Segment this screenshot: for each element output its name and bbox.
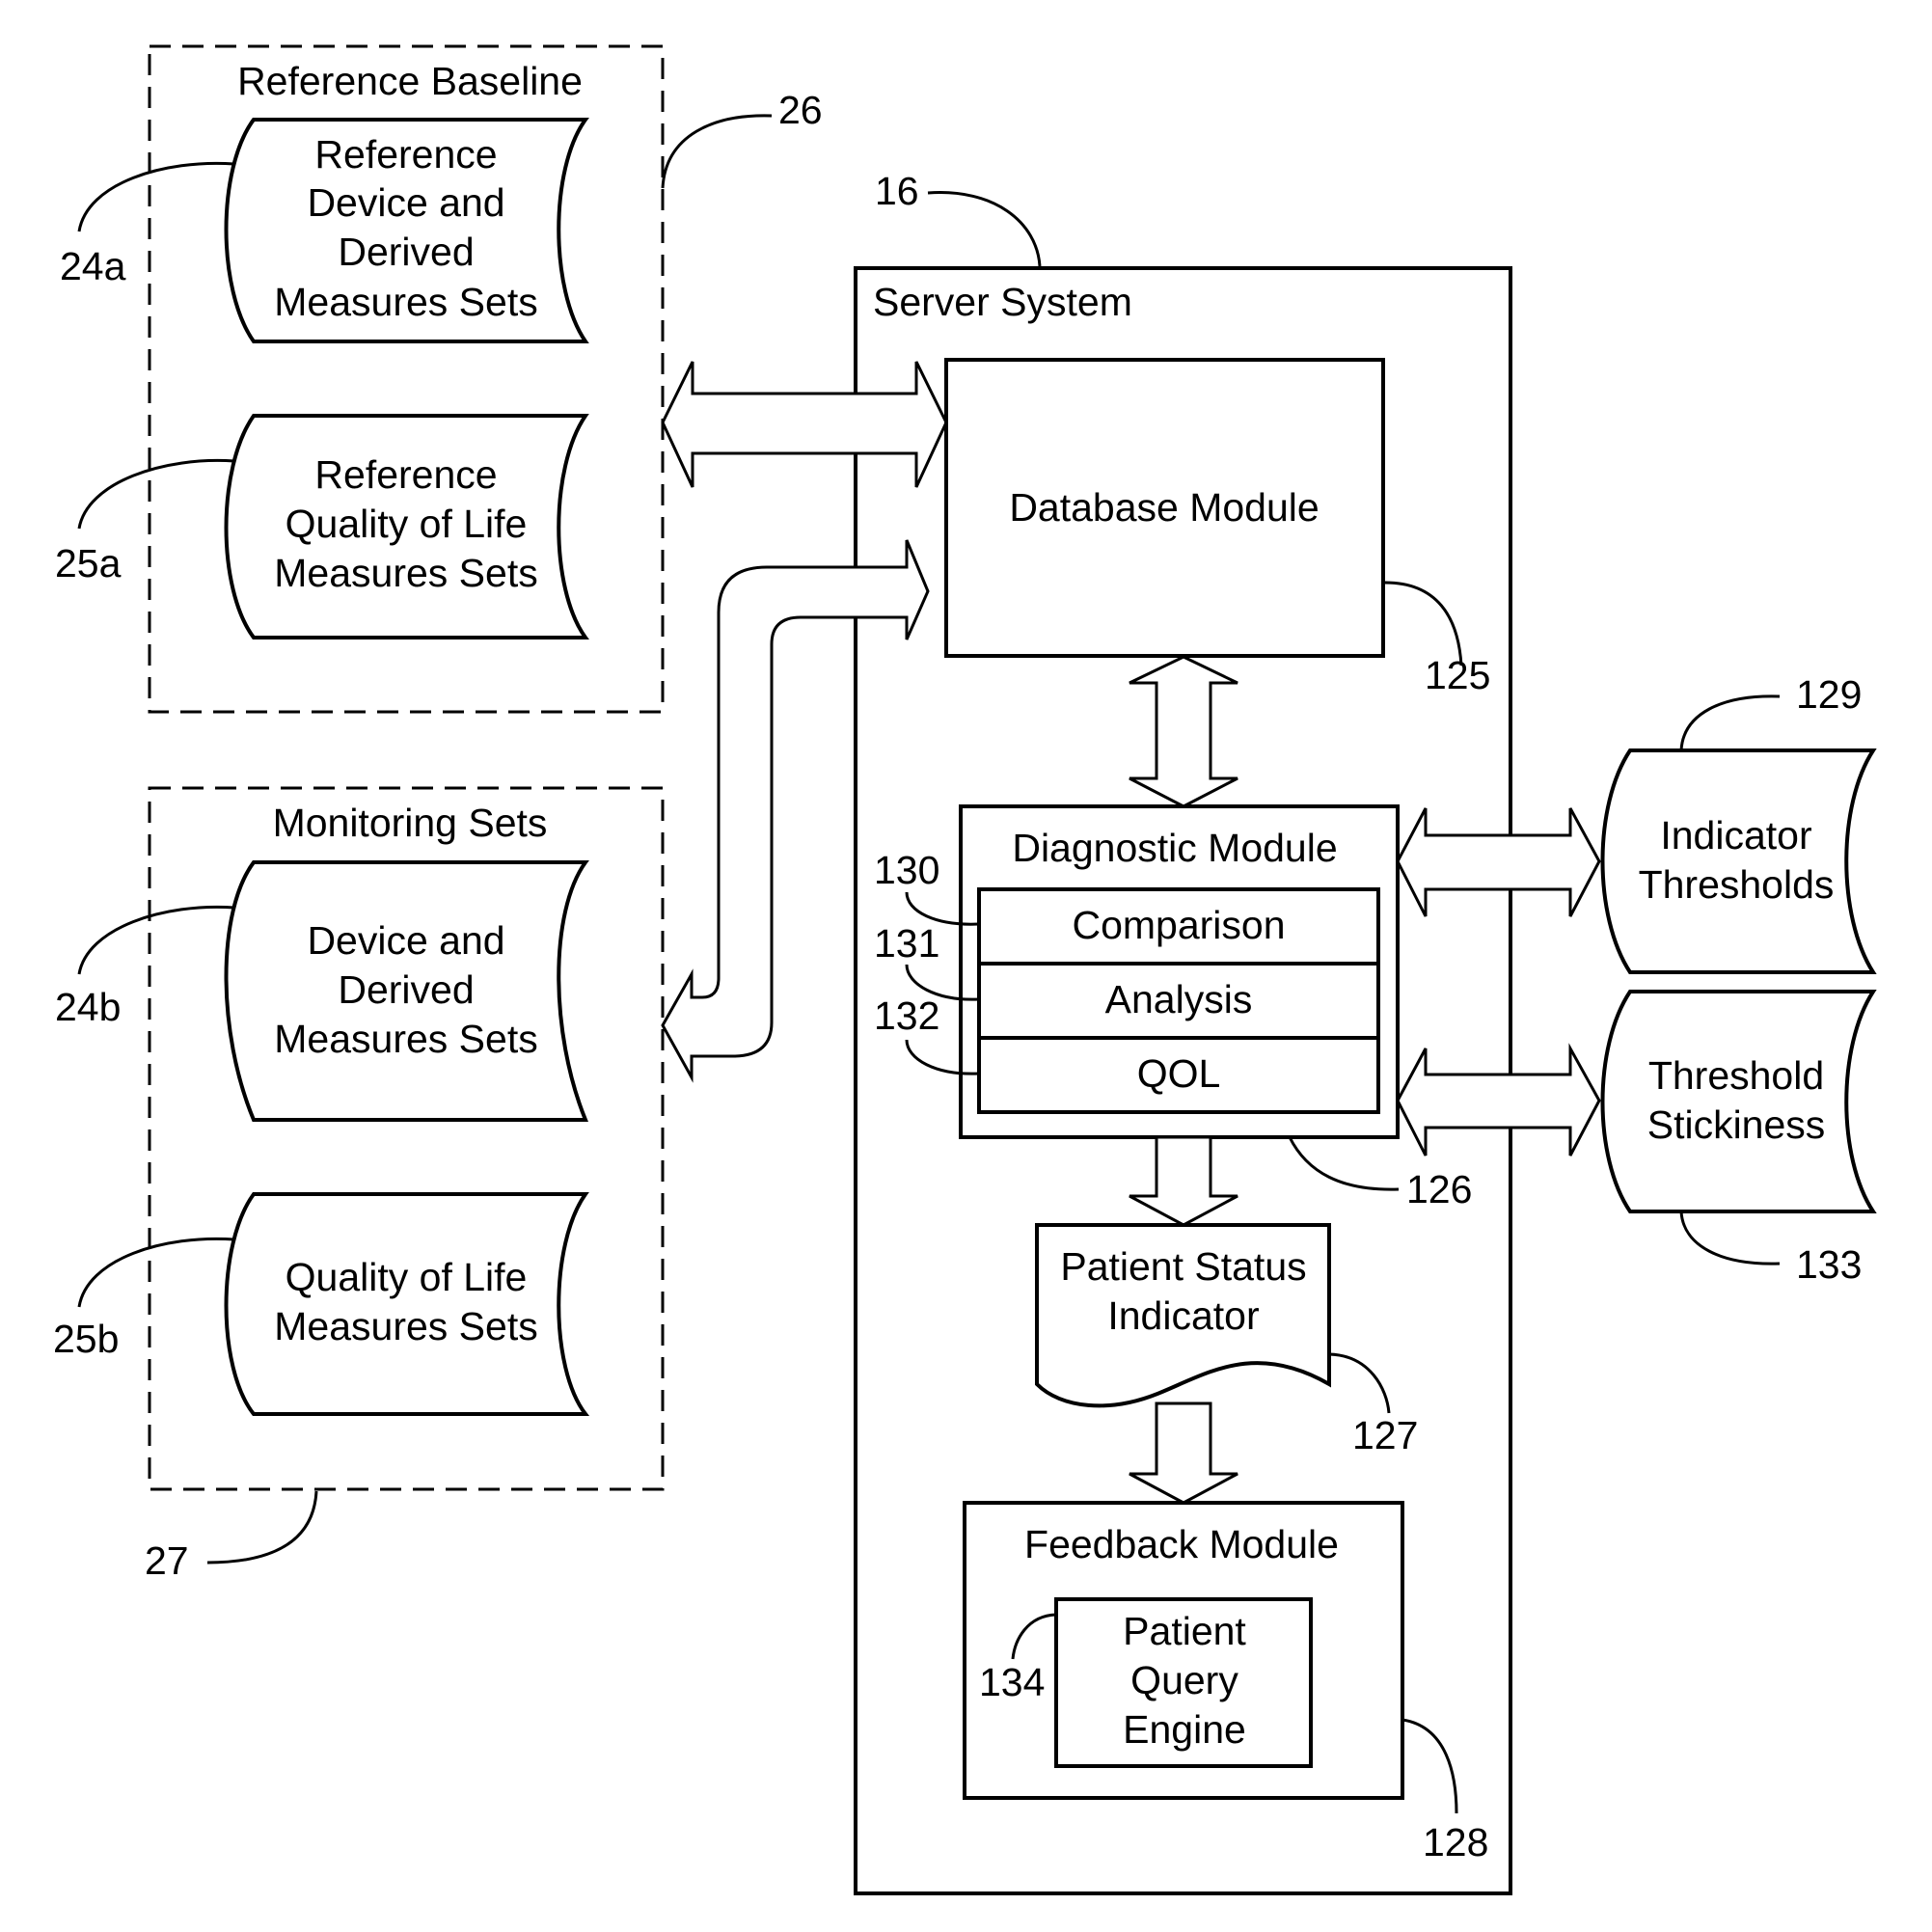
feedback-module-leader	[1402, 1720, 1456, 1813]
server-system-leader	[928, 193, 1040, 266]
database-diagnostic-arrow	[1129, 657, 1238, 806]
ref-device-line-2: Device and	[307, 180, 504, 225]
analysis-ref: 131	[874, 921, 939, 966]
feedback-module-ref: 128	[1423, 1820, 1488, 1864]
qol-label: QOL	[1137, 1051, 1221, 1096]
mon-device-store: Device and Derived Measures Sets 24b	[55, 862, 585, 1120]
ref-device-line-4: Measures Sets	[274, 280, 537, 324]
monitoring-sets-leader	[207, 1491, 316, 1563]
status-feedback-arrow	[1129, 1403, 1238, 1503]
ref-qol-line-2: Quality of Life	[286, 502, 528, 546]
indicator-thresholds-line-2: Thresholds	[1639, 862, 1835, 907]
ref-device-ref: 24a	[60, 244, 126, 288]
mon-qol-line-2: Measures Sets	[274, 1304, 537, 1348]
threshold-stickiness-line-2: Stickiness	[1647, 1102, 1826, 1147]
reference-baseline-ref: 26	[778, 88, 823, 132]
monitoring-sets-title: Monitoring Sets	[273, 801, 548, 845]
diagnostic-module-label: Diagnostic Module	[1012, 826, 1337, 870]
mon-qol-line-1: Quality of Life	[286, 1255, 528, 1299]
ref-qol-line-1: Reference	[314, 452, 497, 497]
feedback-module-label: Feedback Module	[1024, 1522, 1339, 1566]
comparison-ref: 130	[874, 848, 939, 892]
mon-qol-leader	[79, 1238, 234, 1307]
server-system-ref: 16	[875, 169, 919, 213]
patient-query-ref: 134	[979, 1660, 1045, 1704]
database-module-ref: 125	[1425, 653, 1490, 697]
monitoring-sets-ref: 27	[145, 1538, 189, 1583]
mon-device-line-2: Derived	[338, 967, 474, 1012]
baseline-database-arrow	[663, 362, 946, 487]
patient-query-line-3: Engine	[1123, 1707, 1246, 1752]
mon-device-leader	[79, 907, 234, 974]
database-module: Database Module 125	[946, 360, 1490, 697]
patient-status-indicator: Patient Status Indicator 127	[1037, 1225, 1418, 1457]
patient-query-line-2: Query	[1130, 1658, 1238, 1702]
ref-qol-store: Reference Quality of Life Measures Sets …	[55, 416, 585, 638]
ref-device-line-1: Reference	[314, 132, 497, 177]
diagnostic-module-leader	[1290, 1137, 1399, 1189]
mon-device-line-1: Device and	[307, 918, 504, 963]
diagnostic-status-arrow	[1129, 1137, 1238, 1225]
indicator-thresholds-line-1: Indicator	[1660, 813, 1811, 857]
threshold-stickiness-ref: 133	[1796, 1242, 1862, 1287]
indicator-thresholds-ref: 129	[1796, 672, 1862, 717]
diagnostic-stickiness-arrow	[1398, 1048, 1599, 1156]
indicator-thresholds-store-shape	[1603, 750, 1874, 972]
comparison-label: Comparison	[1072, 903, 1285, 947]
threshold-stickiness-store-shape	[1603, 992, 1874, 1211]
reference-baseline-leader	[663, 116, 772, 188]
reference-baseline-title: Reference Baseline	[237, 59, 583, 103]
indicator-thresholds-leader	[1681, 696, 1780, 750]
ref-qol-leader	[79, 460, 234, 529]
ref-device-line-3: Derived	[338, 230, 474, 274]
feedback-module: Feedback Module Patient Query Engine 134…	[965, 1503, 1488, 1864]
server-system-title: Server System	[873, 280, 1132, 324]
patient-status-line-1: Patient Status	[1060, 1244, 1306, 1289]
threshold-stickiness-line-1: Threshold	[1648, 1053, 1824, 1098]
patient-query-line-1: Patient	[1123, 1609, 1246, 1653]
threshold-stickiness-leader	[1681, 1211, 1780, 1264]
ref-device-store: Reference Device and Derived Measures Se…	[60, 120, 585, 341]
patient-status-ref: 127	[1352, 1413, 1418, 1457]
patient-status-leader	[1329, 1354, 1389, 1413]
diagnostic-thresholds-arrow	[1398, 808, 1599, 916]
mon-device-ref: 24b	[55, 985, 121, 1029]
analysis-label: Analysis	[1105, 977, 1253, 1021]
mon-qol-ref: 25b	[53, 1317, 119, 1361]
mon-qol-store: Quality of Life Measures Sets 25b	[53, 1194, 585, 1414]
diagnostic-module-ref: 126	[1406, 1167, 1472, 1211]
threshold-stickiness-store: Threshold Stickiness 133	[1603, 992, 1874, 1287]
ref-device-leader	[79, 163, 234, 231]
ref-qol-ref: 25a	[55, 541, 122, 585]
indicator-thresholds-store: Indicator Thresholds 129	[1603, 672, 1874, 972]
database-module-label: Database Module	[1009, 485, 1319, 530]
qol-ref: 132	[874, 993, 939, 1038]
mon-device-line-3: Measures Sets	[274, 1017, 537, 1061]
patient-status-line-2: Indicator	[1107, 1293, 1259, 1338]
ref-qol-line-3: Measures Sets	[274, 551, 537, 595]
